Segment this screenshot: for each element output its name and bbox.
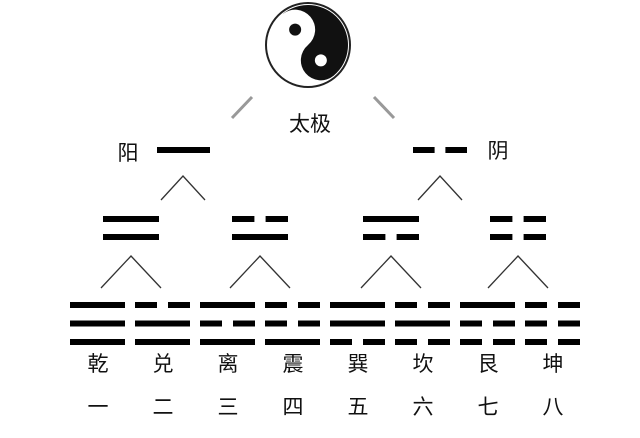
trigram-3-yin-line: [265, 302, 287, 308]
connector-caret: [100, 255, 162, 289]
bigram-3-yin-line: [490, 234, 513, 240]
trigram-name: 艮: [477, 352, 499, 376]
level1-yin-line: [445, 147, 467, 153]
trigram-5-yang-line: [395, 320, 450, 327]
connector-line: [230, 95, 254, 120]
level1-yin-line: [413, 147, 435, 153]
trigram-6-yin-line: [460, 320, 482, 327]
trigram-name: 兑: [152, 352, 174, 376]
yin-yang-icon: [282, 5, 348, 81]
trigram-7-yin-line: [525, 320, 547, 327]
connector-line: [372, 95, 396, 120]
trigram-1-yang-line: [135, 320, 190, 327]
trigram-7-yin-line: [558, 339, 580, 345]
trigram-name: 坤: [542, 352, 564, 376]
trigram-1-yin-line: [135, 302, 157, 308]
trigram-1-yin-line: [168, 302, 190, 308]
connector-caret: [487, 255, 549, 289]
bigram-2-yin-line: [396, 234, 419, 240]
trigram-3-yang-line: [265, 339, 320, 345]
trigram-number: 一: [87, 395, 109, 419]
trigram-7-yin-line: [558, 302, 580, 308]
trigram-number: 八: [542, 395, 564, 419]
trigram-5-yin-line: [395, 339, 417, 345]
bigram-1-yin-line: [232, 216, 255, 222]
trigram-2-yang-line: [200, 339, 255, 345]
trigram-3-yin-line: [298, 320, 320, 327]
trigram-number: 七: [477, 395, 499, 419]
trigram-6-yin-line: [493, 320, 515, 327]
trigram-1-yang-line: [135, 339, 190, 345]
trigram-name: 乾: [87, 352, 109, 376]
trigram-7-yin-line: [525, 339, 547, 345]
taiji-dot: [314, 54, 327, 67]
connector-caret: [229, 255, 291, 289]
level1-yang-line: [157, 147, 210, 153]
trigram-2-yin-line: [233, 320, 255, 327]
trigram-0-yang-line: [70, 339, 125, 345]
trigram-6-yang-line: [460, 302, 515, 308]
bigram-3-yin-line: [523, 216, 546, 222]
bigram-0-yang-line: [103, 234, 159, 240]
trigram-6-yin-line: [460, 339, 482, 345]
connector-caret: [160, 175, 206, 201]
taiji-label: 太极: [289, 112, 331, 136]
connector-caret: [360, 255, 422, 289]
bigram-2-yin-line: [363, 234, 386, 240]
trigram-3-yin-line: [265, 320, 287, 327]
trigram-0-yang-line: [70, 302, 125, 308]
trigram-5-yin-line: [428, 339, 450, 345]
trigram-number: 二: [152, 395, 174, 419]
trigram-number: 六: [412, 395, 434, 419]
trigram-4-yin-line: [330, 339, 352, 345]
trigram-name: 坎: [412, 352, 434, 376]
trigram-2-yin-line: [200, 320, 222, 327]
taiji-dot: [289, 23, 302, 36]
trigram-name: 离: [217, 352, 239, 376]
trigram-7-yin-line: [558, 320, 580, 327]
trigram-2-yang-line: [200, 302, 255, 308]
trigram-6-yin-line: [493, 339, 515, 345]
trigram-5-yin-line: [428, 302, 450, 308]
bigram-1-yin-line: [265, 216, 288, 222]
bigram-3-yin-line: [490, 216, 513, 222]
yang-label: 阳: [117, 141, 139, 165]
trigram-3-yin-line: [298, 302, 320, 308]
trigram-number: 三: [217, 395, 239, 419]
bigram-1-yang-line: [232, 234, 288, 240]
trigram-number: 五: [347, 395, 369, 419]
trigram-number: 四: [282, 395, 304, 419]
connector-caret: [417, 175, 463, 201]
trigram-5-yin-line: [395, 302, 417, 308]
trigram-name: 巽: [347, 352, 369, 376]
trigram-name: 震: [282, 352, 304, 376]
trigram-4-yang-line: [330, 320, 385, 327]
trigram-4-yang-line: [330, 302, 385, 308]
trigram-7-yin-line: [525, 302, 547, 308]
bigram-3-yin-line: [523, 234, 546, 240]
trigram-4-yin-line: [363, 339, 385, 345]
bigram-2-yang-line: [363, 216, 419, 222]
yin-label: 阴: [487, 139, 509, 163]
trigram-0-yang-line: [70, 320, 125, 327]
bigram-0-yang-line: [103, 216, 159, 222]
